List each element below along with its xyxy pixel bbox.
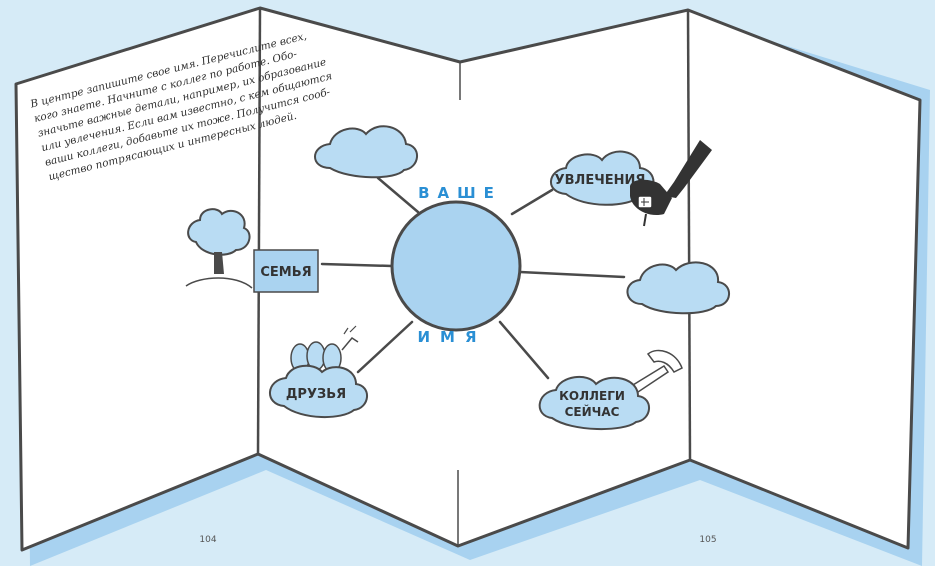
page-number-left: 104 [199, 535, 216, 545]
family-label: СЕМЬЯ [260, 265, 311, 280]
cloud-hobbies [550, 150, 655, 206]
hobbies-label: УВЛЕЧЕНИЯ [555, 173, 646, 188]
colleagues-label-line1: КОЛЛЕГИ [559, 389, 625, 403]
center-label-top: ВАШЕ [418, 184, 502, 202]
connector-lines [320, 176, 626, 380]
fold-line [686, 9, 692, 461]
center-circle [390, 200, 522, 332]
colleagues-label-line2: СЕЙЧАС [565, 404, 620, 419]
fold-line [256, 7, 262, 455]
tree-icon [185, 208, 253, 289]
cloud-right [626, 261, 730, 315]
climber-illustration [630, 140, 712, 227]
family-box [253, 249, 319, 293]
center-label-bottom: ИМЯ [417, 328, 486, 346]
page-number-right: 105 [699, 535, 716, 545]
cloud-friends [269, 364, 368, 419]
friends-label: ДРУЗЬЯ [286, 387, 346, 402]
cloud-top-left [314, 125, 418, 179]
cloud-colleagues [538, 375, 650, 430]
